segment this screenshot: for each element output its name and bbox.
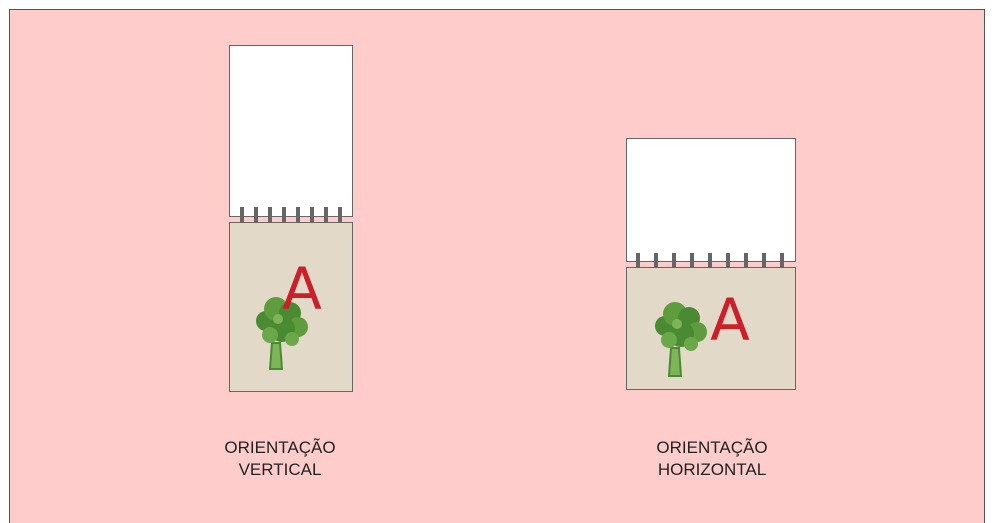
horizontal-art: A — [655, 286, 750, 377]
diagram-canvas — [9, 9, 985, 523]
vertical-label-line1: ORIENTAÇÃO — [224, 438, 336, 457]
horizontal-label-line2: HORIZONTAL — [657, 460, 767, 479]
broccoli-icon — [256, 297, 308, 370]
horizontal-label-line1: ORIENTAÇÃO — [656, 438, 768, 457]
vertical-letter: A — [282, 255, 322, 323]
broccoli-icon — [655, 302, 707, 377]
vertical-art-page: A — [229, 222, 353, 392]
vertical-art: A — [256, 255, 322, 370]
horizontal-art-page: A — [626, 267, 796, 390]
horizontal-label: ORIENTAÇÃO HORIZONTAL — [622, 437, 802, 481]
vertical-label-line2: VERTICAL — [238, 460, 322, 479]
horizontal-letter: A — [710, 286, 750, 354]
vertical-top-page — [229, 45, 353, 217]
horizontal-top-page — [626, 138, 796, 262]
vertical-label: ORIENTAÇÃO VERTICAL — [190, 437, 370, 481]
